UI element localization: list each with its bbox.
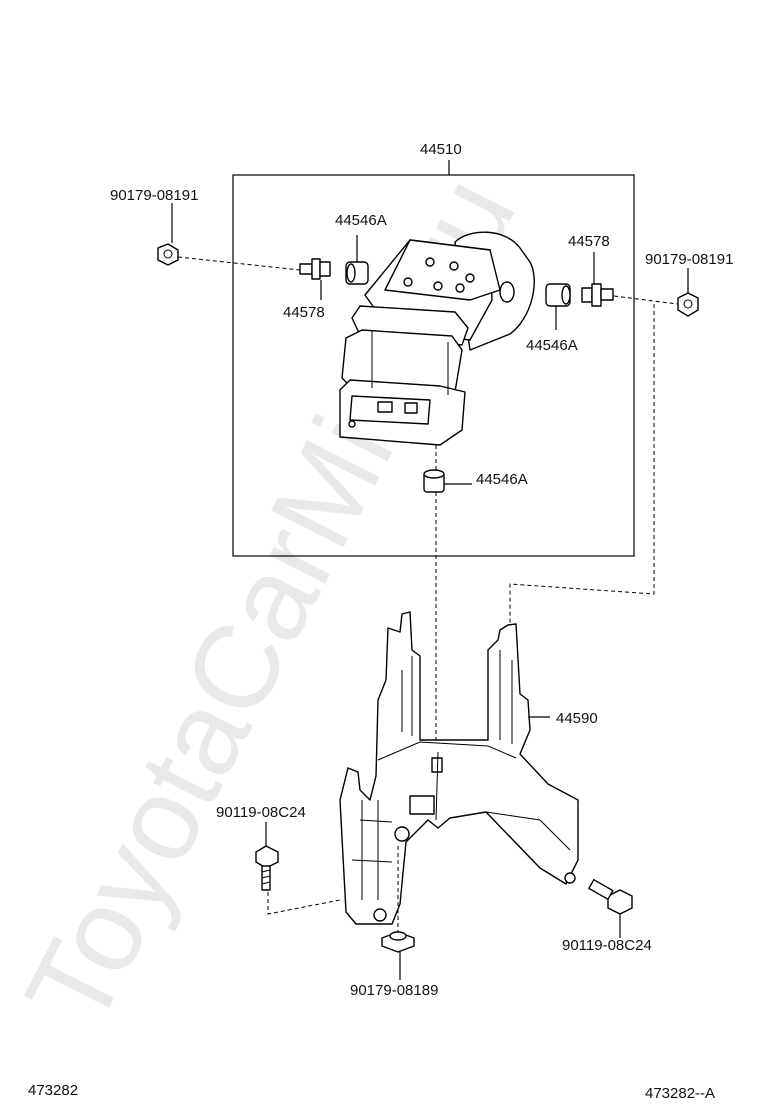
label-nut-bottom: 90179-08189 [350,982,438,999]
cushion-right-part [545,283,571,307]
footer-left: 473282 [28,1082,78,1099]
cushion-bottom-part [423,469,445,493]
footer-right: 473282--A [645,1085,715,1102]
label-44510: 44510 [420,141,462,158]
label-bolt-right: 44578 [568,233,610,250]
label-bolt-bracket-left: 90119-08C24 [216,804,306,821]
nut-bottom-part [381,931,415,953]
bracket-part [339,611,579,925]
bolt-bracket-left-part [255,845,279,891]
assembly-frame [232,174,635,557]
label-nut-left: 90179-08191 [110,187,198,204]
cushion-left-part [345,261,369,285]
label-nut-right: 90179-08191 [645,251,733,268]
label-cushion-bottom: 44546A [476,471,528,488]
nut-left-part [157,243,179,266]
nut-right-part [677,292,699,317]
label-bracket: 44590 [556,710,598,727]
label-bolt-left: 44578 [283,304,325,321]
bolt-bracket-right-part [588,878,633,915]
bolt-right-part [581,283,614,307]
abs-actuator [339,231,535,446]
label-cushion-right: 44546A [526,337,578,354]
label-cushion-top-left: 44546A [335,212,387,229]
label-bolt-bracket-right: 90119-08C24 [562,937,652,954]
bolt-left-part [299,258,331,280]
